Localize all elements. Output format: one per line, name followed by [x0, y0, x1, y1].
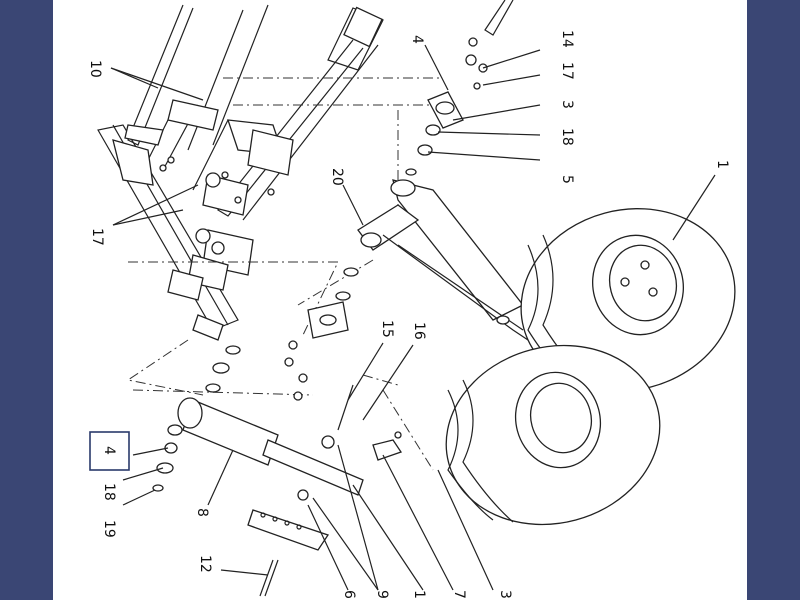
callout-10: 10 [87, 60, 103, 78]
axle-tube [152, 397, 364, 496]
callout-18-top: 18 [559, 128, 575, 146]
callouts: 10 4 14 17 3 18 5 1 20 17 15 16 4 18 19 … [87, 30, 730, 599]
callout-17-top: 17 [559, 62, 575, 80]
highlight-box-4 [89, 431, 130, 471]
callout-1-bottom: 1 [411, 590, 427, 599]
callout-5: 5 [559, 175, 575, 184]
callout-16: 16 [411, 322, 427, 340]
hitch-bar [247, 509, 330, 597]
callout-7: 7 [451, 590, 467, 599]
callout-19: 19 [101, 520, 117, 538]
exploded-parts-diagram: 10 4 14 17 3 18 5 1 20 17 15 16 4 18 19 … [53, 0, 747, 600]
callout-4-highlighted: 4 [101, 446, 117, 455]
tire-lower [445, 344, 661, 526]
callout-3-top: 3 [559, 100, 575, 109]
callout-15: 15 [379, 320, 395, 338]
callout-1-tire: 1 [714, 160, 730, 169]
spindle-stack [405, 0, 514, 176]
frame-assembly [97, 4, 384, 341]
callout-17-left: 17 [89, 228, 105, 246]
callout-14: 14 [559, 30, 575, 48]
callout-4-top: 4 [409, 35, 425, 44]
callout-3-bottom: 3 [497, 590, 513, 599]
leader-lines [110, 44, 716, 591]
callout-20: 20 [329, 168, 345, 186]
small-parts [205, 267, 403, 501]
callout-18-bottom: 18 [101, 483, 117, 501]
diagram-canvas: 10 4 14 17 3 18 5 1 20 17 15 16 4 18 19 … [87, 0, 736, 599]
callout-9: 9 [374, 590, 390, 599]
callout-12: 12 [197, 555, 213, 573]
callout-6: 6 [341, 590, 357, 599]
callout-8: 8 [194, 508, 210, 517]
